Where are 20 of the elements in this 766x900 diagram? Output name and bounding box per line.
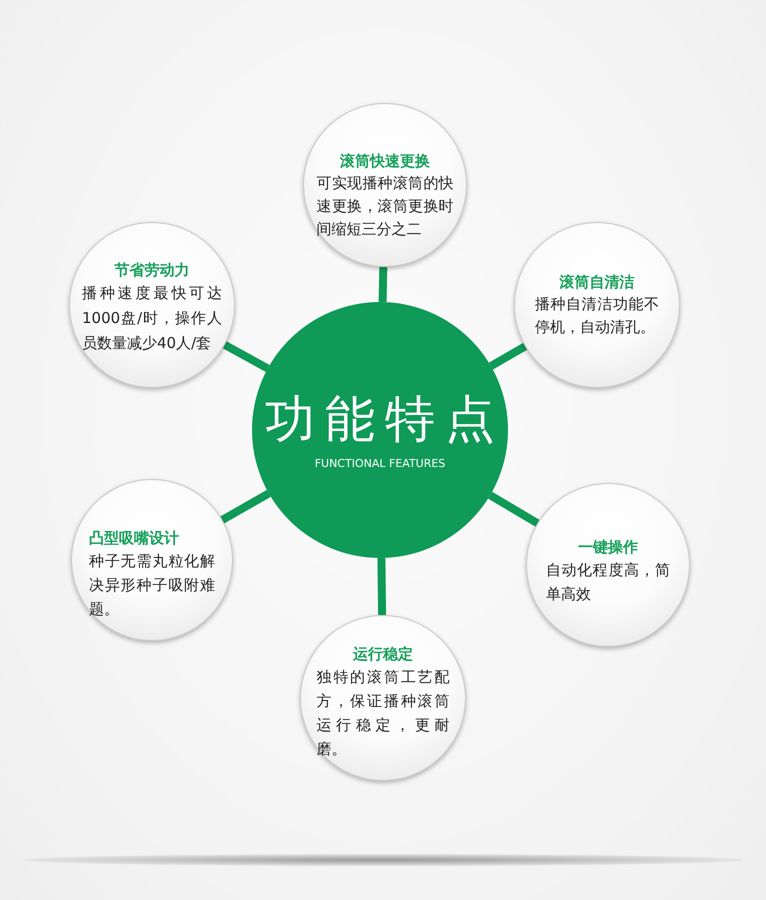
circle-title: 运行稳定 [353, 644, 413, 665]
hub-title: 功能特点 [265, 389, 505, 449]
connector-line [488, 492, 540, 527]
circle-title: 节省劳动力 [114, 260, 190, 280]
connector-line [378, 266, 388, 302]
circle-text: 独特的滚筒工艺配方，保证播种滚筒运行稳定，更耐磨。 [316, 667, 450, 760]
circle-text: 可实现播种滚筒的快速更换，滚筒更换时间缩短三分之二 [316, 172, 454, 240]
circle-text: 播种自清洁功能不停机，自动清孔。 [535, 294, 659, 338]
connector-line [220, 490, 271, 524]
connector-line [488, 342, 528, 370]
circle-title: 滚筒快速更换 [340, 150, 430, 172]
circle-text: 播种速度最快可达1000盘/时，操作人员数量减少40人/套 [82, 282, 222, 354]
connector-line [377, 558, 386, 616]
circle-text: 种子无需丸粒化解决异形种子吸附难题。 [89, 551, 215, 620]
circle-title: 一键操作 [578, 537, 638, 558]
connector-line [222, 341, 270, 372]
hub-subtitle: FUNCTIONAL FEATURES [314, 457, 446, 471]
circle-title: 滚筒自清洁 [560, 272, 634, 293]
circle-text: 自动化程度高，简单高效 [546, 560, 670, 605]
circle-title: 凸型吸嘴设计 [89, 528, 180, 549]
